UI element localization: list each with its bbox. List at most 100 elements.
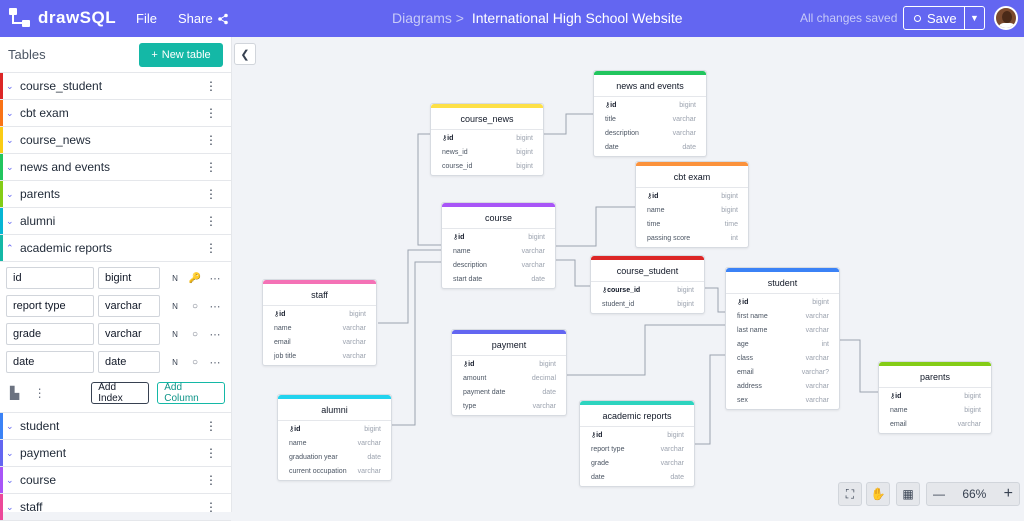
avatar[interactable] bbox=[994, 6, 1018, 30]
chevron-down-icon[interactable]: ⌄ bbox=[6, 161, 14, 172]
nullable-toggle[interactable]: N bbox=[172, 273, 178, 283]
new-table-button[interactable]: + New table bbox=[139, 42, 223, 67]
field-name-input[interactable]: grade bbox=[6, 323, 94, 345]
save-dropdown-button[interactable]: ▼ bbox=[964, 7, 984, 29]
fit-view-button[interactable]: ⛶ bbox=[838, 482, 862, 506]
diagram-table-title[interactable]: course_student bbox=[591, 256, 704, 282]
sidebar-table-item[interactable]: ⌄student⋮ bbox=[0, 413, 231, 440]
nullable-toggle[interactable]: N bbox=[172, 329, 178, 339]
key-toggle-icon[interactable]: ○ bbox=[191, 356, 199, 368]
table-menu-icon[interactable]: ⋮ bbox=[205, 500, 217, 514]
pan-tool-button[interactable]: ✋ bbox=[866, 482, 890, 506]
table-menu-icon[interactable]: ⋮ bbox=[205, 419, 217, 433]
field-type-select[interactable]: bigint bbox=[98, 267, 160, 289]
field-name-input[interactable]: id bbox=[6, 267, 94, 289]
table-menu-icon[interactable]: ⋮ bbox=[205, 106, 217, 120]
sidebar-table-item[interactable]: ⌄payment⋮ bbox=[0, 440, 231, 467]
zoom-out-button[interactable]: — bbox=[933, 487, 945, 501]
field-type-select[interactable]: date bbox=[98, 351, 160, 373]
table-menu-icon[interactable]: ⋮ bbox=[205, 446, 217, 460]
sidebar-table-item[interactable]: ⌃academic reports⋮ bbox=[0, 235, 231, 262]
chevron-down-icon[interactable]: ⌄ bbox=[6, 80, 14, 91]
diagram-table-title[interactable]: course_news bbox=[431, 104, 543, 130]
table-menu-icon[interactable]: ⋮ bbox=[205, 241, 217, 255]
chevron-down-icon[interactable]: ⌄ bbox=[6, 107, 14, 118]
table-menu-icon[interactable]: ⋮ bbox=[205, 214, 217, 228]
primary-key-icon[interactable]: 🔑 bbox=[188, 272, 202, 284]
diagram-table-title[interactable]: alumni bbox=[278, 395, 391, 421]
file-menu[interactable]: File bbox=[136, 11, 157, 26]
chevron-down-icon[interactable]: ⌄ bbox=[6, 474, 14, 485]
more-icon[interactable]: ⋮ bbox=[33, 386, 46, 400]
sidebar-table-item[interactable]: ⌄news and events⋮ bbox=[0, 154, 231, 181]
diagram-table-title[interactable]: cbt exam bbox=[636, 162, 748, 188]
add-column-button[interactable]: Add Column bbox=[157, 382, 225, 404]
diagram-table-title[interactable]: news and events bbox=[594, 71, 706, 97]
nullable-toggle[interactable]: N bbox=[172, 357, 178, 367]
sidebar-table-item[interactable]: ⌄parents⋮ bbox=[0, 181, 231, 208]
field-name-input[interactable]: report type bbox=[6, 295, 94, 317]
field-type-select[interactable]: varchar bbox=[98, 323, 160, 345]
app-name[interactable]: drawSQL bbox=[38, 8, 117, 27]
diagram-table-title[interactable]: parents bbox=[879, 362, 991, 388]
share-menu[interactable]: Share bbox=[178, 11, 229, 26]
diagram-table-title[interactable]: academic reports bbox=[580, 401, 694, 427]
table-menu-icon[interactable]: ⋮ bbox=[205, 473, 217, 487]
sidebar-table-item[interactable]: ⌄course⋮ bbox=[0, 467, 231, 494]
sidebar-table-item[interactable]: ⌄course_news⋮ bbox=[0, 127, 231, 154]
field-type-select[interactable]: varchar bbox=[98, 295, 160, 317]
diagram-table-title[interactable]: payment bbox=[452, 330, 566, 356]
table-menu-icon[interactable]: ⋮ bbox=[205, 160, 217, 174]
zoom-in-button[interactable]: + bbox=[1003, 485, 1013, 502]
chevron-down-icon[interactable]: ⌄ bbox=[6, 134, 14, 145]
diagram-table-title[interactable]: student bbox=[726, 268, 839, 294]
chevron-down-icon[interactable]: ⌄ bbox=[6, 447, 14, 458]
diagram-table-title[interactable]: course bbox=[442, 203, 555, 229]
field-more-icon[interactable]: ⋯ bbox=[209, 356, 221, 369]
diagram-table-title[interactable]: staff bbox=[263, 280, 376, 306]
field-more-icon[interactable]: ⋯ bbox=[209, 300, 221, 313]
collapse-sidebar-button[interactable]: ❮ bbox=[234, 43, 256, 65]
